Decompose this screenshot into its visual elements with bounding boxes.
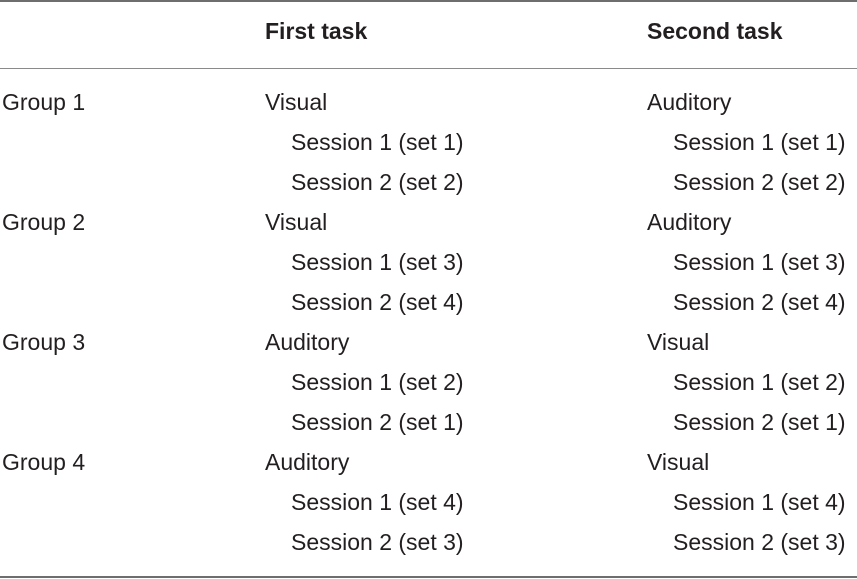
group-label: Group 2: [2, 209, 86, 235]
group-label: Group 4: [2, 449, 86, 475]
second-task-modality: Visual: [647, 449, 710, 475]
first-task-session-1: Session 1 (set 3): [291, 249, 464, 275]
header-second-task: Second task: [647, 18, 783, 44]
group-label: Group 3: [2, 329, 86, 355]
first-task-session-2: Session 2 (set 4): [291, 289, 464, 315]
first-task-modality: Auditory: [265, 329, 350, 355]
second-task-modality: Visual: [647, 329, 710, 355]
table-row-group-2: Group 2 Visual Session 1 (set 3) Session…: [0, 208, 857, 328]
table-row-group-4: Group 4 Auditory Session 1 (set 4) Sessi…: [0, 448, 857, 568]
second-task-session-1: Session 1 (set 3): [673, 249, 846, 275]
first-task-modality: Auditory: [265, 449, 350, 475]
second-task-session-2: Session 2 (set 2): [673, 169, 846, 195]
table-row-group-1: Group 1 Visual Session 1 (set 1) Session…: [0, 88, 857, 208]
top-rule: [0, 0, 857, 2]
second-task-session-1: Session 1 (set 4): [673, 489, 846, 515]
first-task-session-2: Session 2 (set 3): [291, 529, 464, 555]
second-task-modality: Auditory: [647, 209, 732, 235]
second-task-session-2: Session 2 (set 1): [673, 409, 846, 435]
bottom-rule: [0, 576, 857, 578]
table-row-group-3: Group 3 Auditory Session 1 (set 2) Sessi…: [0, 328, 857, 448]
second-task-session-2: Session 2 (set 4): [673, 289, 846, 315]
second-task-modality: Auditory: [647, 89, 732, 115]
first-task-session-1: Session 1 (set 2): [291, 369, 464, 395]
first-task-session-1: Session 1 (set 4): [291, 489, 464, 515]
group-label: Group 1: [2, 89, 86, 115]
first-task-session-1: Session 1 (set 1): [291, 129, 464, 155]
header-first-task: First task: [265, 18, 368, 44]
first-task-modality: Visual: [265, 89, 328, 115]
second-task-session-1: Session 1 (set 1): [673, 129, 846, 155]
second-task-session-1: Session 1 (set 2): [673, 369, 846, 395]
first-task-modality: Visual: [265, 209, 328, 235]
header-rule: [0, 68, 857, 69]
second-task-session-2: Session 2 (set 3): [673, 529, 846, 555]
first-task-session-2: Session 2 (set 2): [291, 169, 464, 195]
first-task-session-2: Session 2 (set 1): [291, 409, 464, 435]
